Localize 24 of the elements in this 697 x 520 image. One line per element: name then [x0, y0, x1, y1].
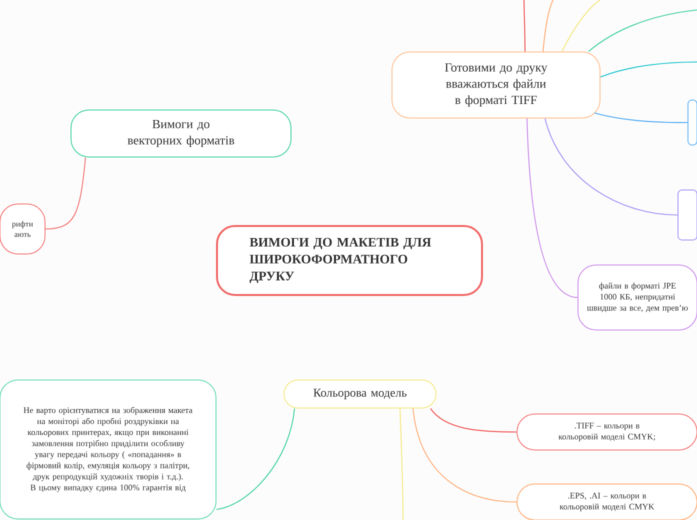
- central-topic-box: ВИМОГИ ДО МАКЕТІВ ДЛЯ ШИРОКОФОРМАТНОГО ДРУКУ: [216, 225, 483, 296]
- idea-box: рифти ають: [0, 204, 46, 254]
- idea-box: .EPS, .AI – кольори в кольоровій моделі CMYK: [516, 484, 697, 520]
- topic-box: Кольорова модель: [284, 380, 436, 408]
- connector: [216, 408, 296, 510]
- connector: [600, 61, 697, 78]
- connector: [562, 0, 600, 52]
- idea-box: [688, 100, 697, 146]
- idea-box: [678, 190, 697, 240]
- connector: [430, 408, 516, 433]
- connector: [45, 157, 86, 230]
- idea-box: .TIFF – кольори в кольоровій моделі CMYK;: [516, 414, 697, 450]
- connector: [412, 408, 517, 503]
- connector: [544, 118, 678, 216]
- idea-box: файли в форматі JPE 1000 КБ, непридатні швидше за все, дем прев’ю: [578, 264, 697, 330]
- connector: [542, 0, 554, 52]
- connector: [588, 9, 697, 52]
- connector: [526, 118, 578, 298]
- idea-box: Не варто орієнтуватися на зображення макета на моніторі або пробні роздруківки на кольорових принтерах, якщо при виконанні замовлення потрібно приділити особливу увагу передачі кольору ( «попадання» в фірмовий колір, емуляція кольору з палітри, друк репродукцій художніх творів і т.д.). В цьому випадку єдина 100% гарантія від: [0, 380, 216, 520]
- connector: [523, 0, 526, 52]
- connector: [594, 112, 688, 124]
- topic-box: Готовими до друку вважаються файли в форматі TIFF: [392, 52, 600, 118]
- topic-box: Вимоги до векторних форматів: [70, 110, 292, 158]
- connector: [399, 408, 404, 520]
